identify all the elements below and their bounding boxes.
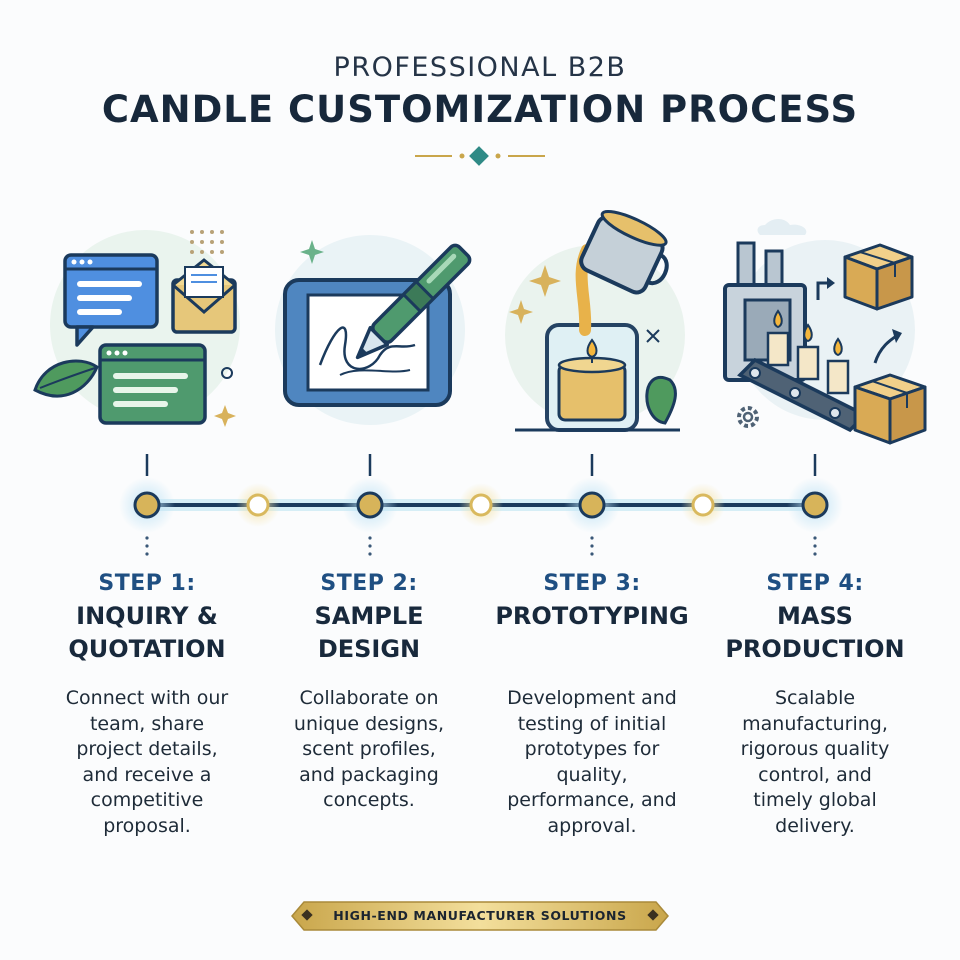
timeline-node-step-2 [356,491,384,519]
timeline-node-step-1 [133,491,161,519]
step-4-title: MASS PRODUCTION [725,602,905,663]
step-3-description: Development and testing of initial proto… [507,687,677,837]
step-4: STEP 4: MASS PRODUCTION Scalable manufac… [705,568,925,839]
step-1-description: Connect with our team, share project det… [65,687,229,837]
page-title: CANDLE CUSTOMIZATION PROCESS [101,88,859,131]
wax-pouring-icon [475,205,715,445]
step-3: STEP 3: PROTOTYPING Development and test… [482,568,702,839]
step-2-title: SAMPLE DESIGN [314,602,424,663]
timeline-midpoint [469,493,493,517]
footer-banner: HIGH-END MANUFACTURER SOLUTIONS [290,900,670,932]
factory-conveyor-icon [700,205,940,445]
chat-email-icon [25,205,265,445]
tablet-pen-icon [250,205,490,445]
step-2-number: STEP 2: [320,571,418,596]
timeline-midpoint [246,493,270,517]
step-3-title: PROTOTYPING [495,602,689,630]
step-4-description: Scalable manufacturing, rigorous quality… [740,687,890,837]
step-1-number: STEP 1: [98,571,196,596]
page-subtitle: PROFESSIONAL B2B [333,52,627,83]
step-2-description: Collaborate on unique designs, scent pro… [293,687,445,811]
step-2: STEP 2: SAMPLE DESIGN Collaborate on uni… [259,568,479,814]
footer-banner-text: HIGH-END MANUFACTURER SOLUTIONS [333,908,627,923]
process-timeline [119,454,843,556]
timeline-node-step-4 [801,491,829,519]
step-1: STEP 1: INQUIRY & QUOTATION Connect with… [37,568,257,839]
step-1-title: INQUIRY & QUOTATION [68,602,226,663]
timeline-node-step-3 [578,491,606,519]
step-4-number: STEP 4: [766,571,864,596]
title-divider [415,146,545,166]
step-3-number: STEP 3: [543,571,641,596]
timeline-midpoint [691,493,715,517]
